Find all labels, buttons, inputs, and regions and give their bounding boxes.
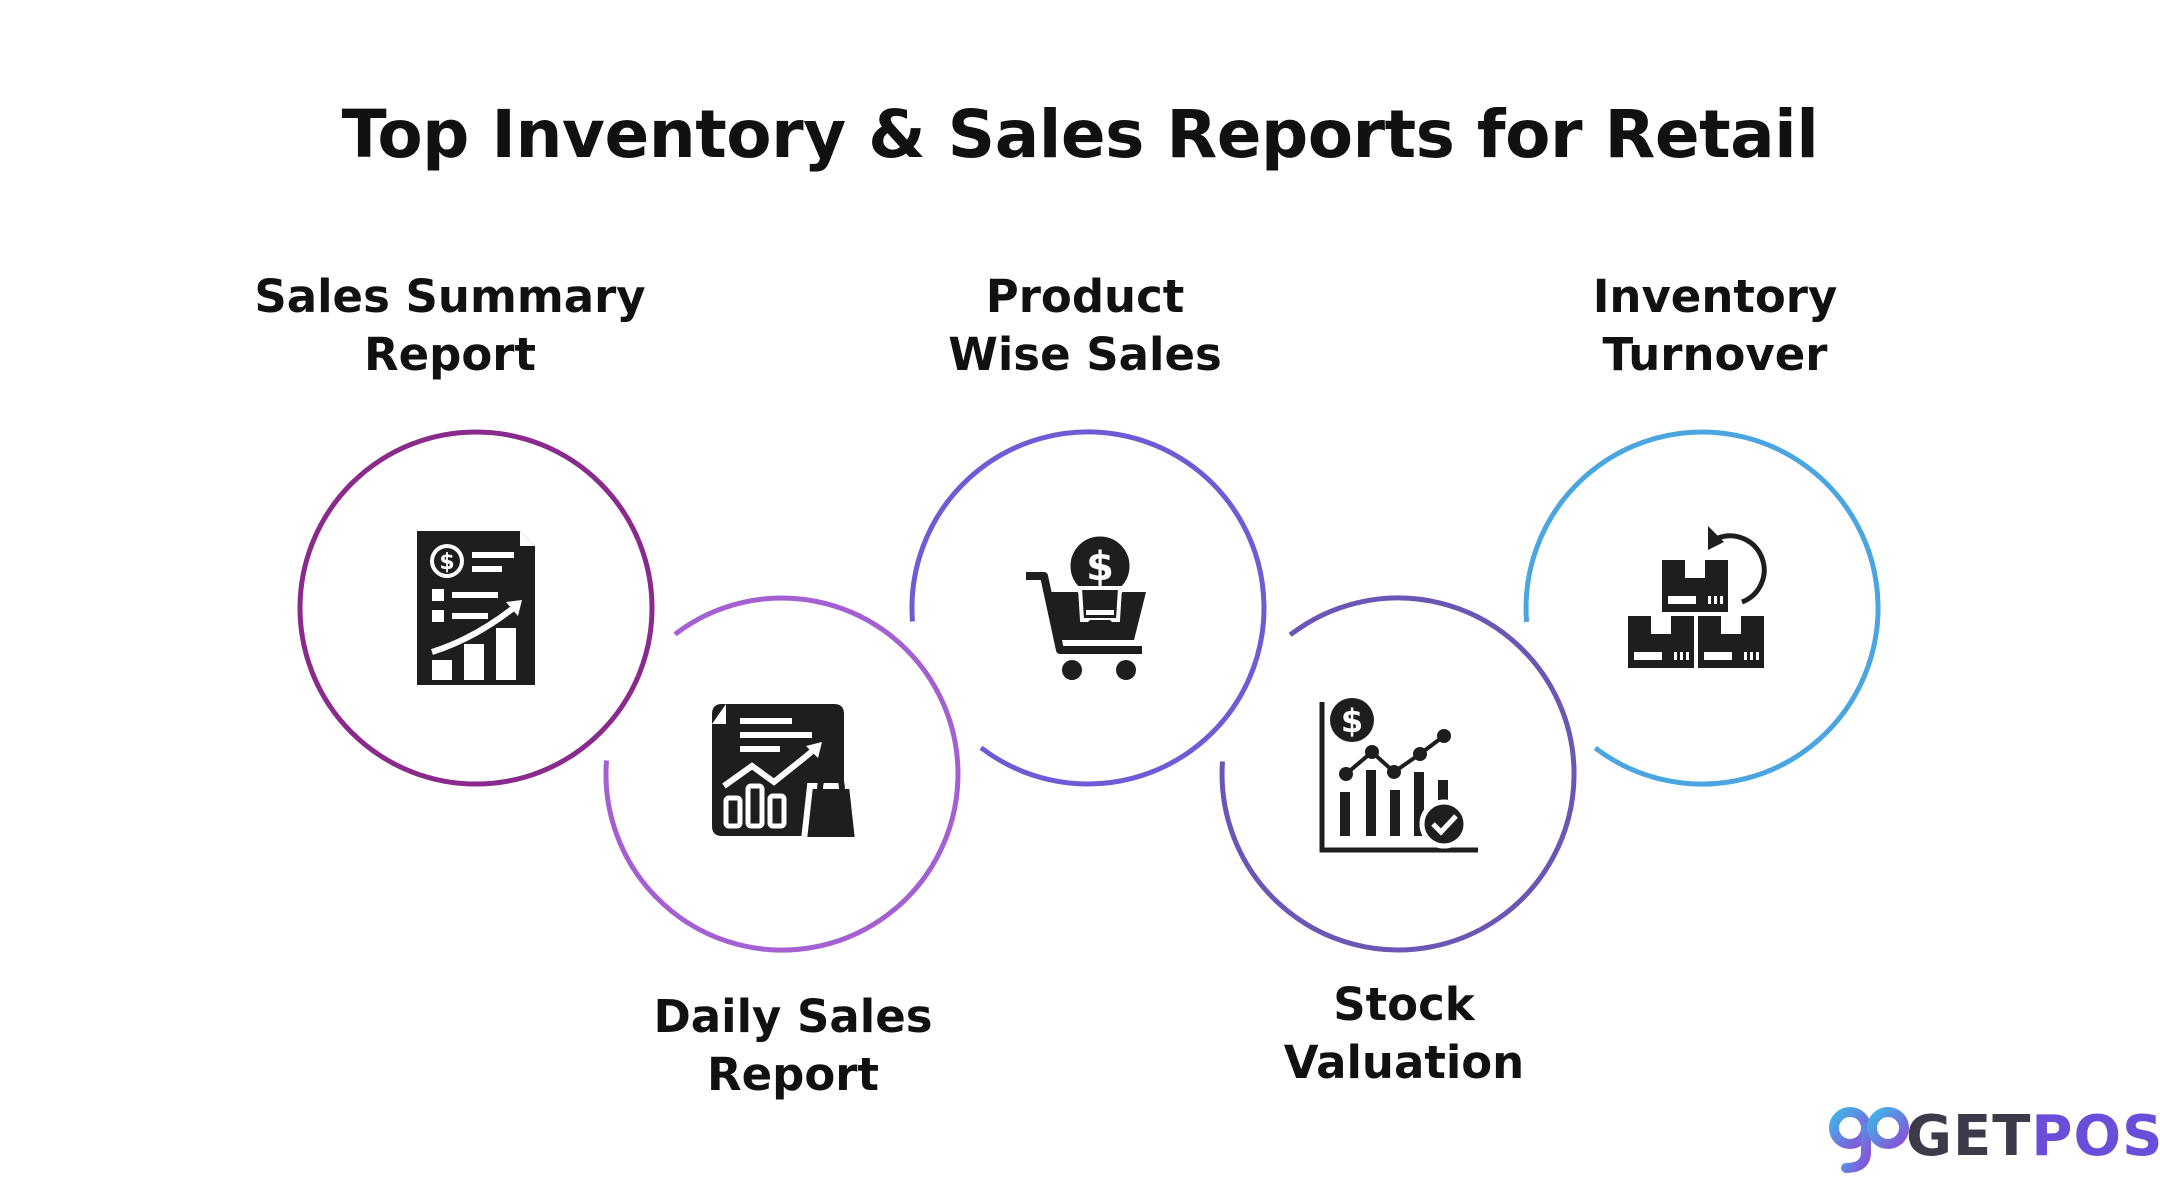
ring-stock-valuation — [1219, 595, 1577, 953]
svg-text:$: $ — [1086, 544, 1114, 590]
ring-sales-summary — [297, 429, 655, 787]
sales-report-bag-icon — [712, 704, 862, 843]
svg-text:$: $ — [439, 550, 454, 575]
stock-chart-check-icon: $ — [1319, 698, 1478, 853]
getpos-logo: GETPOS — [1828, 1096, 2160, 1176]
getpos-logo-mark — [1829, 1107, 1909, 1175]
boxes-cycle-icon — [1628, 526, 1767, 668]
ring-product-wise — [909, 429, 1267, 787]
financial-report-icon: $ — [417, 531, 535, 685]
cart-dollar-bulb-icon: $ — [1026, 531, 1146, 680]
svg-text:$: $ — [1341, 702, 1363, 740]
ring-daily-sales — [603, 595, 961, 953]
ring-inventory-turnover — [1523, 429, 1881, 787]
getpos-wordmark: GETPOS — [1906, 1103, 2160, 1169]
page-title: Top Inventory & Sales Reports for Retail — [341, 96, 1819, 173]
